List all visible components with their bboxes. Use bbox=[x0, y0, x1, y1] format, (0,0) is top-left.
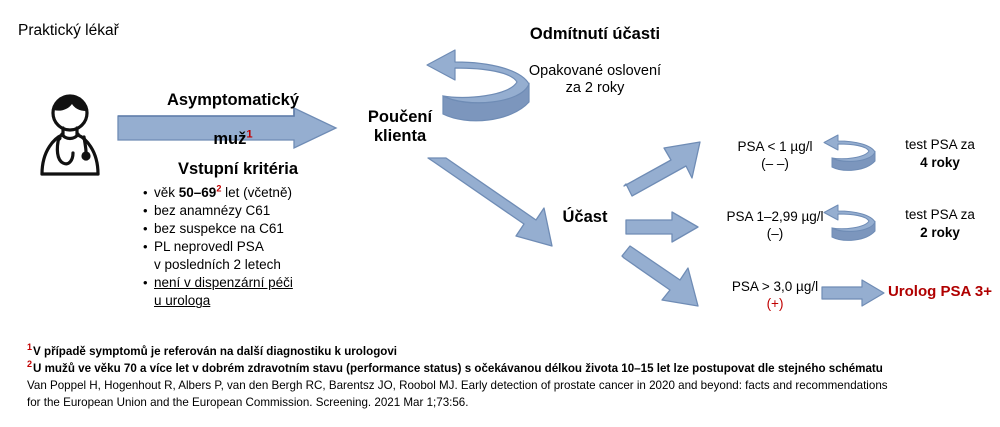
arrow-gp-to-education bbox=[117, 106, 338, 150]
list-item: • bez suspekce na C61 bbox=[143, 220, 343, 238]
psa-result-1: PSA < 1 µg/l (– –) bbox=[700, 138, 850, 173]
criteria-text-1: věk 50–692 let (včetně) bbox=[154, 184, 343, 202]
criteria-4-line2: v posledních 2 letech bbox=[154, 257, 281, 273]
footnote-1-mark: 1 bbox=[27, 342, 33, 353]
criteria-text-2: bez anamnézy C61 bbox=[154, 203, 271, 219]
criteria-text-5: není v dispenzární péči u urologa bbox=[154, 274, 343, 310]
list-item: • PL neprovedl PSA v posledních 2 letech bbox=[143, 238, 343, 274]
asymptomatic-man-label: Asymptomatický muž1 bbox=[143, 72, 323, 150]
bullet-glyph: • bbox=[143, 221, 148, 237]
bullet-glyph: • bbox=[143, 185, 148, 200]
arrow-result-3-to-urologist bbox=[821, 279, 885, 307]
psa-result-3-sign: (+) bbox=[766, 296, 784, 312]
list-item: • není v dispenzární péči u urologa bbox=[143, 274, 343, 310]
footnote-1-text: V případě symptomů je referován na další… bbox=[33, 345, 398, 358]
footnote-2: 2U mužů ve věku 70 a více let v dobrém z… bbox=[27, 359, 987, 378]
psa-result-2: PSA 1–2,99 µg/l (–) bbox=[700, 208, 850, 243]
asymptomatic-line1: Asymptomatický bbox=[166, 91, 300, 110]
entry-criteria-list: • věk 50–692 let (včetně) • bez anamnézy… bbox=[143, 184, 343, 311]
loop-arrow-retest-2 bbox=[822, 202, 878, 242]
psa-result-3-value: PSA > 3,0 µg/l bbox=[731, 279, 819, 294]
list-item: • bez anamnézy C61 bbox=[143, 202, 343, 220]
footnote-2-text: U mužů ve věku 70 a více let v dobrém zd… bbox=[33, 361, 883, 375]
entry-criteria-title: Vstupní kritéria bbox=[177, 160, 299, 178]
criteria-1-mark: 2 bbox=[216, 183, 222, 194]
doctor-stethoscope-icon bbox=[22, 86, 118, 178]
participation-node: Účast bbox=[562, 208, 608, 226]
criteria-1-pre: věk bbox=[154, 185, 179, 200]
psa-result-2-sign: (–) bbox=[766, 226, 784, 242]
client-education-node: Poučení klienta bbox=[367, 108, 433, 146]
citation-line-2: for the European Union and the European … bbox=[27, 395, 469, 409]
footnotes-block: 1V případě symptomů je referován na dalš… bbox=[27, 342, 987, 412]
general-practitioner-label: Praktický lékař bbox=[18, 22, 119, 39]
refusal-title: Odmítnutí účasti bbox=[529, 25, 661, 44]
arrow-education-to-participation bbox=[424, 157, 556, 250]
refusal-subtitle: Opakované oslovení za 2 roky bbox=[528, 62, 662, 96]
criteria-4-pre: PL neprovedl PSA bbox=[154, 239, 264, 255]
arrow-participation-to-result-3 bbox=[621, 245, 704, 314]
bullet-glyph: • bbox=[143, 239, 148, 255]
criteria-5-pre: není v dispenzární péči bbox=[154, 275, 293, 291]
criteria-text-4: PL neprovedl PSA v posledních 2 letech bbox=[154, 238, 343, 274]
psa-result-1-sign: (– –) bbox=[761, 156, 789, 172]
bullet-glyph: • bbox=[143, 275, 148, 291]
outcome-2: test PSA za 2 roky bbox=[880, 206, 1000, 241]
list-item: • věk 50–692 let (včetně) bbox=[143, 184, 343, 202]
asymptomatic-footnote-mark: 1 bbox=[246, 128, 253, 141]
arrow-participation-to-result-1 bbox=[623, 140, 704, 202]
citation-line-1: Van Poppel H, Hogenhout R, Albers P, van… bbox=[27, 378, 888, 392]
outcome-1: test PSA za 4 roky bbox=[880, 136, 1000, 171]
arrow-participation-to-result-2 bbox=[625, 211, 699, 243]
asymptomatic-line2: muž bbox=[213, 130, 247, 149]
loop-arrow-retest-1 bbox=[822, 132, 878, 172]
refusal-label-block: Odmítnutí účasti Opakované oslovení za 2… bbox=[480, 8, 710, 114]
criteria-1-post: let (včetně) bbox=[221, 185, 292, 200]
loop-arrow-refusal bbox=[425, 44, 537, 122]
footnote-2-mark: 2 bbox=[27, 359, 33, 370]
footnote-1: 1V případě symptomů je referován na dalš… bbox=[27, 342, 987, 361]
psa-result-2-value: PSA 1–2,99 µg/l bbox=[726, 209, 824, 224]
outcome-3-urologist: Urolog PSA 3+ bbox=[887, 283, 993, 300]
psa-result-3: PSA > 3,0 µg/l (+) bbox=[700, 278, 850, 313]
outcome-2-line2: 2 roky bbox=[920, 224, 960, 240]
outcome-1-line2: 4 roky bbox=[920, 154, 960, 170]
bullet-glyph: • bbox=[143, 203, 148, 219]
outcome-1-line1: test PSA za bbox=[905, 137, 975, 152]
criteria-text-3: bez suspekce na C61 bbox=[154, 221, 284, 237]
psa-result-1-value: PSA < 1 µg/l bbox=[737, 139, 813, 154]
criteria-1-bold: 50–69 bbox=[178, 185, 217, 200]
criteria-5-line2: u urologa bbox=[154, 293, 211, 309]
outcome-2-line1: test PSA za bbox=[905, 207, 975, 222]
